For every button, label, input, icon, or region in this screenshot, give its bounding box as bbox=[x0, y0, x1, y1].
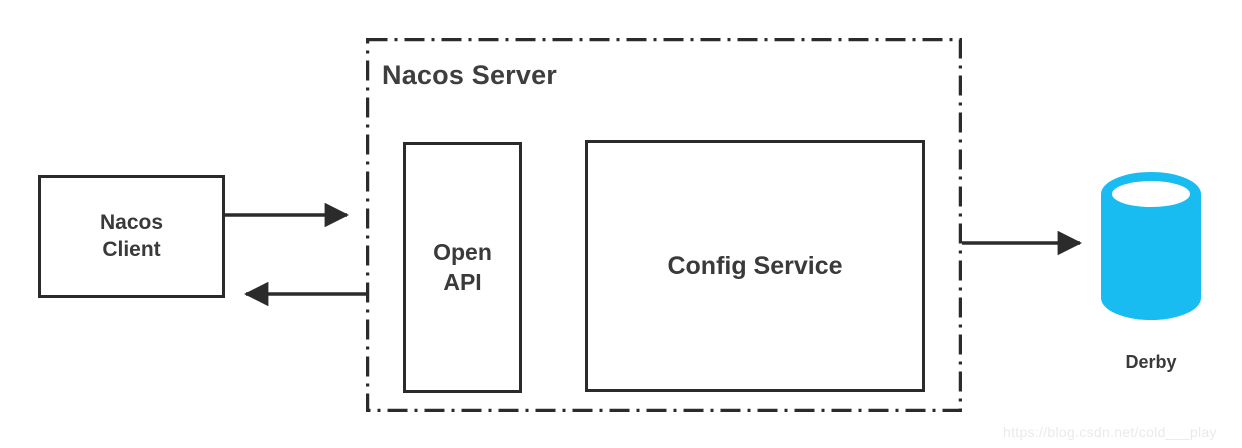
nacos-server-title: Nacos Server bbox=[382, 60, 558, 90]
open-api-box: Open API bbox=[403, 142, 522, 393]
open-api-label: Open API bbox=[433, 238, 492, 295]
derby-cylinder-icon bbox=[1101, 172, 1201, 320]
nacos-client-label: Nacos Client bbox=[99, 210, 164, 261]
watermark-text: https://blog.csdn.net/cold___play bbox=[1003, 424, 1217, 440]
config-service-box: Config Service bbox=[585, 140, 925, 392]
nacos-client-box: Nacos Client bbox=[38, 175, 225, 298]
config-service-label: Config Service bbox=[667, 251, 843, 280]
derby-database: Derby bbox=[1092, 170, 1210, 380]
derby-label: Derby bbox=[1125, 352, 1177, 372]
